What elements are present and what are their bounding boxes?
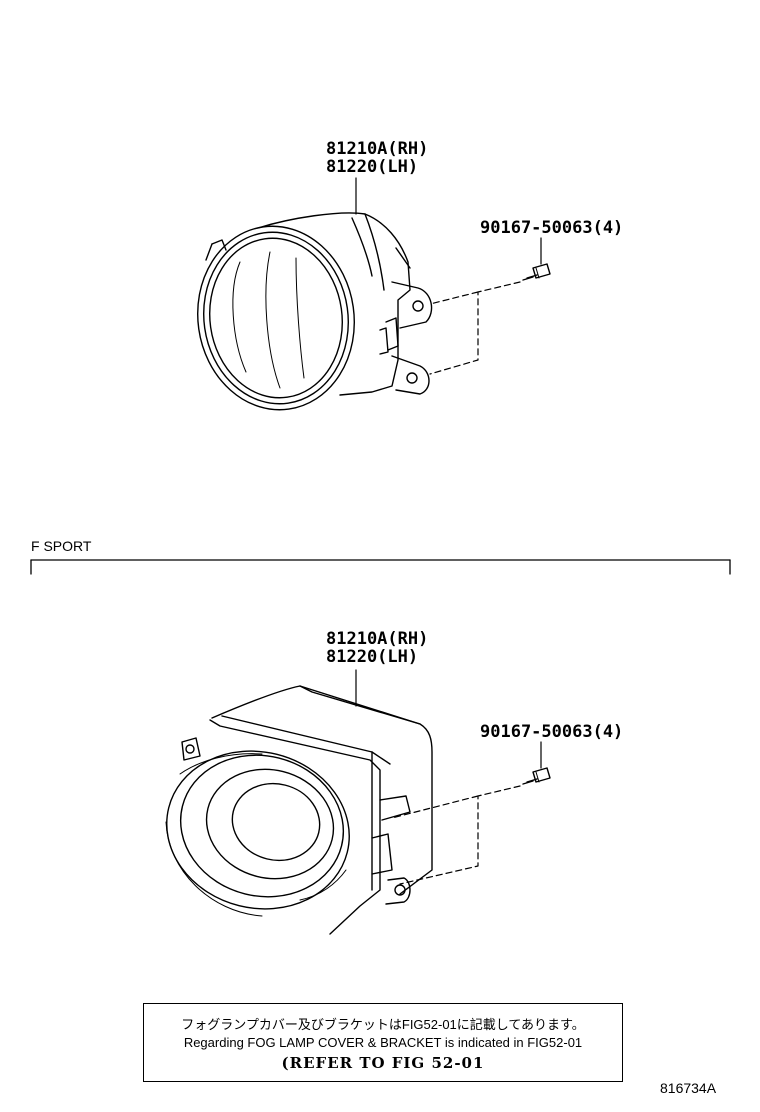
screw-part-number-bottom[interactable]: 90167-50063(4) <box>480 722 624 742</box>
illustration-id: 816734A <box>660 1080 717 1096</box>
section-label-f-sport: F SPORT <box>31 538 92 554</box>
mounting-guide-top <box>429 281 521 375</box>
part-number-rh-top[interactable]: 81210A(RH) <box>326 139 429 159</box>
mounting-guide-bottom <box>391 785 521 885</box>
part-number-lh-top[interactable]: 81220(LH) <box>326 157 419 177</box>
part-number-lh-bottom[interactable]: 81220(LH) <box>326 647 419 667</box>
note-line-japanese: フォグランプカバー及びブラケットはFIG52-01に記載してあります。 <box>181 1017 585 1032</box>
screw-top <box>522 237 551 281</box>
reference-note-box: フォグランプカバー及びブラケットはFIG52-01に記載してあります。 Rega… <box>143 1003 623 1082</box>
section-divider <box>30 559 731 575</box>
note-line-english: Regarding FOG LAMP COVER & BRACKET is in… <box>183 1035 583 1050</box>
screw-bottom <box>522 741 551 785</box>
fog-lamp-drawing-top <box>197 177 433 411</box>
fog-lamp-drawing-bottom <box>165 669 433 935</box>
part-number-rh-bottom[interactable]: 81210A(RH) <box>326 629 429 649</box>
refer-to-fig-link[interactable]: (REFER TO FIG 52-01 <box>281 1054 485 1072</box>
screw-part-number-top[interactable]: 90167-50063(4) <box>480 218 624 238</box>
